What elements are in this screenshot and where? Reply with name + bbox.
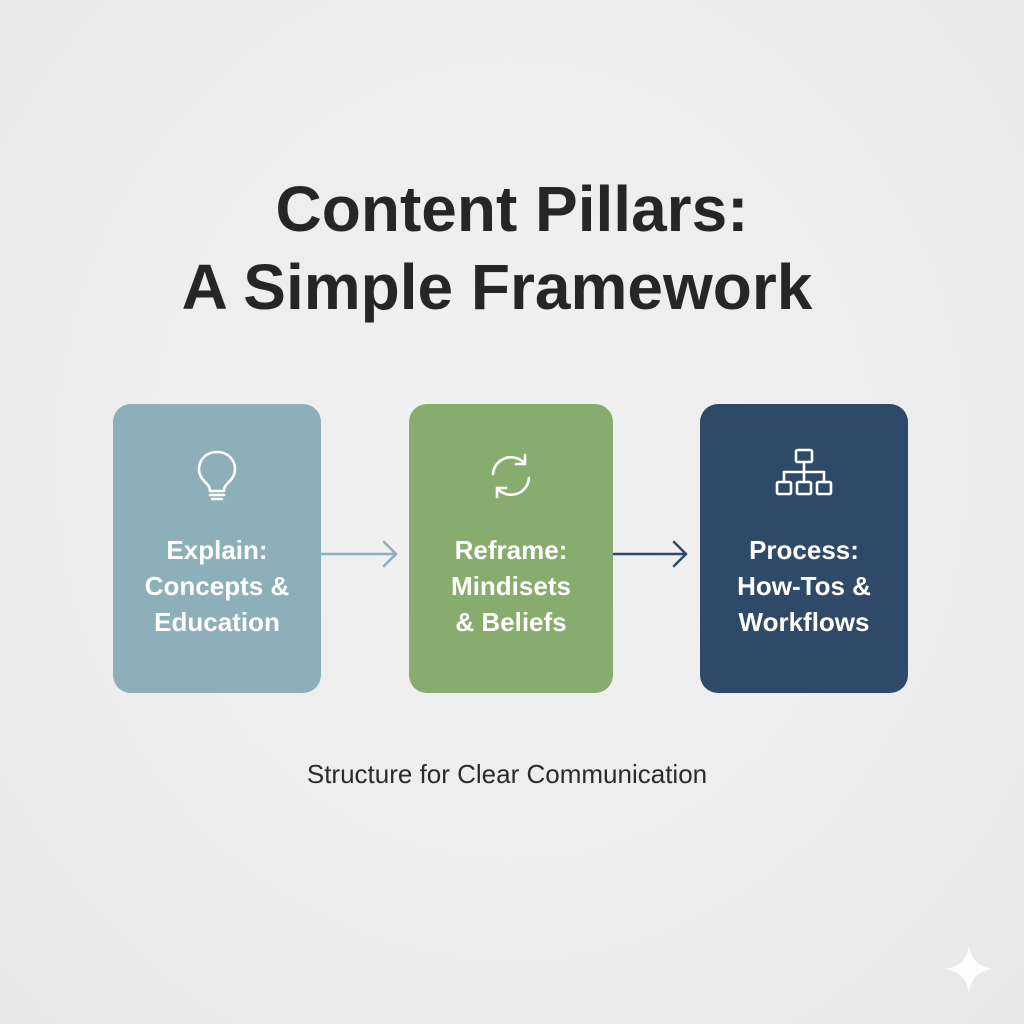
lightbulb-icon: [185, 444, 249, 508]
pillar-label-line: Explain:: [166, 535, 268, 565]
hierarchy-icon: [772, 444, 836, 508]
pillar-label: Explain: Concepts & Education: [113, 532, 321, 640]
pillar-label-line: & Beliefs: [455, 607, 567, 637]
title-line-1: Content Pillars:: [275, 173, 749, 245]
pillar-label: Process: How-Tos & Workflows: [700, 532, 908, 640]
pillar-label: Reframe: Mindisets & Beliefs: [409, 532, 613, 640]
subtitle: Structure for Clear Communication: [306, 759, 708, 789]
pillar-card-process: Process: How-Tos & Workflows: [700, 404, 908, 693]
pillar-label-line: Process:: [749, 535, 859, 565]
arrow-right-icon: [612, 536, 690, 572]
page-title: Content Pillars: A Simple Framework: [0, 170, 1024, 326]
title-line-2: A Simple Framework: [181, 251, 813, 323]
refresh-icon: [479, 444, 543, 508]
pillar-label-line: Reframe:: [454, 535, 568, 565]
sparkle-icon: [942, 942, 996, 996]
pillar-card-explain: Explain: Concepts & Education: [113, 404, 321, 693]
pillar-label-line: How-Tos &: [737, 571, 871, 601]
pillar-label-line: Concepts &: [144, 571, 290, 601]
pillar-label-line: Workflows: [738, 607, 870, 637]
pillar-label-line: Mindisets: [451, 571, 571, 601]
pillar-label-line: Education: [154, 607, 280, 637]
pillar-card-reframe: Reframe: Mindisets & Beliefs: [409, 404, 613, 693]
arrow-right-icon: [320, 536, 400, 572]
